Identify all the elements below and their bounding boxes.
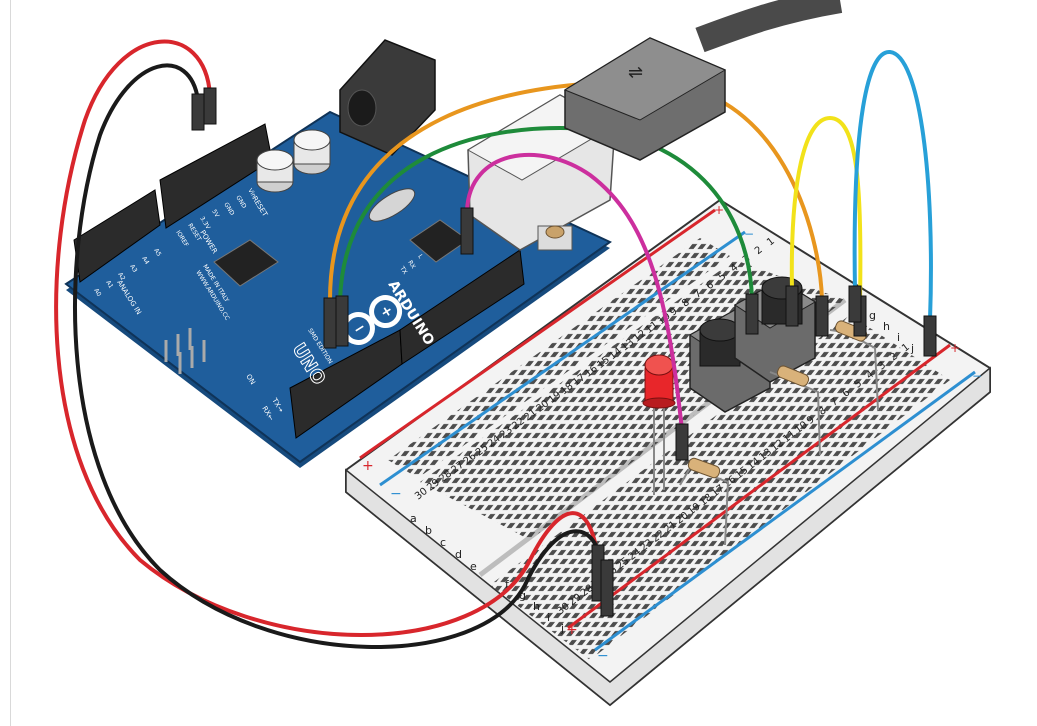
label-rx: RX [406, 259, 416, 270]
column-number: 2 [888, 351, 900, 364]
pin-red-top [203, 87, 217, 125]
label-l: L [416, 253, 424, 260]
rail-plus-bottomright: + [950, 341, 960, 355]
label-tx: TX [398, 265, 409, 276]
row-letter: h [533, 600, 540, 613]
red-led [642, 354, 676, 495]
column-number: 5 [717, 271, 729, 284]
breadboard-front-edge [345, 366, 991, 706]
rail-minus-top: − [390, 486, 402, 502]
resistor-button-1 [769, 365, 821, 456]
capacitor-2 [293, 129, 331, 175]
pin-blue-bb-1 [848, 285, 862, 323]
column-number: 6 [841, 387, 853, 400]
resistor-led [679, 457, 730, 546]
column-number: 9 [668, 306, 680, 319]
pin-orange-board [323, 297, 337, 349]
row-letter: a [410, 512, 417, 525]
usb-symbol-icon: ⇌ [628, 62, 643, 83]
rail-blue-bottom [594, 370, 976, 652]
capacitor-1 [256, 149, 294, 193]
rail-plus-bottom: + [566, 622, 578, 638]
rail-minus-topright: − [744, 227, 754, 241]
row-letter: d [455, 548, 462, 561]
rail-minus-bottomright: − [972, 369, 982, 383]
column-number: 7 [692, 288, 704, 301]
header-digital-high [399, 249, 525, 365]
analog-pin-label: A0 [92, 287, 102, 298]
wire-black [73, 63, 605, 649]
column-number: 1 [900, 342, 912, 355]
rail-red-top [359, 208, 716, 460]
rail-plus-top: + [362, 458, 374, 474]
rail-plus-topright: + [714, 203, 724, 217]
pin-green-bb [745, 293, 759, 335]
rail-blue-top [379, 230, 746, 487]
wire-red [54, 39, 600, 637]
row-letter: i [547, 611, 550, 624]
wire-green [338, 125, 754, 302]
pin-magenta-board [460, 207, 474, 255]
analog-pin-label: A1 [104, 279, 114, 290]
column-number: 1 [765, 236, 777, 249]
row-letter: f [505, 578, 510, 591]
usb-cable: ⇌ [563, 0, 843, 161]
column-number: 8 [817, 405, 829, 418]
analog-pin-label: A2 [116, 271, 126, 282]
row-letter: c [440, 536, 446, 549]
microcontroller-chip [213, 239, 279, 287]
holes-top-rail [388, 238, 730, 478]
row-letter: j [560, 622, 564, 635]
crystal-oscillator [368, 188, 416, 222]
pin-black-bb [600, 559, 614, 617]
pin-orange-bb [815, 295, 829, 337]
frame-line [10, 0, 11, 726]
column-number: 9 [805, 414, 817, 427]
pin-magenta-bb [675, 423, 689, 461]
icsp-header [164, 328, 206, 374]
row-letter: b [425, 524, 432, 537]
column-number: 4 [864, 369, 876, 382]
rail-red-bottom [567, 343, 951, 630]
wire-yellow [789, 115, 863, 302]
pin-blue-bb-2 [923, 315, 937, 357]
column-number: 7 [829, 396, 841, 409]
row-letter: j [910, 342, 914, 355]
rail-minus-bottom: − [597, 648, 609, 664]
wire-pin-connectors [191, 87, 937, 617]
analog-pin-label: A5 [152, 247, 162, 258]
dc-jack-hole [347, 89, 377, 127]
row-letter: h [883, 320, 890, 333]
column-number: 5 [852, 378, 864, 391]
analog-pin-label: A4 [140, 255, 150, 266]
pin-yellow-bb-1 [785, 285, 799, 327]
power-pin-label: 5V [210, 208, 221, 219]
row-letter: g [869, 309, 876, 322]
column-number: 3 [876, 360, 888, 373]
reset-button [537, 225, 573, 251]
pin-black-top [191, 93, 205, 131]
column-number: 6 [704, 280, 716, 293]
wire-blue [852, 50, 933, 322]
column-number: 4 [729, 262, 741, 275]
analog-pin-label: A3 [128, 263, 138, 274]
wire-magenta [465, 152, 684, 432]
power-pin-label: Vin [246, 187, 257, 199]
usb-plug-top [563, 37, 727, 121]
row-letter: e [470, 560, 477, 573]
jumper-wires [54, 39, 933, 649]
column-number: 8 [680, 297, 692, 310]
row-letter: g [519, 589, 526, 602]
row-letter: i [897, 331, 900, 344]
pin-green-board [335, 295, 349, 347]
column-number: 2 [753, 245, 765, 258]
